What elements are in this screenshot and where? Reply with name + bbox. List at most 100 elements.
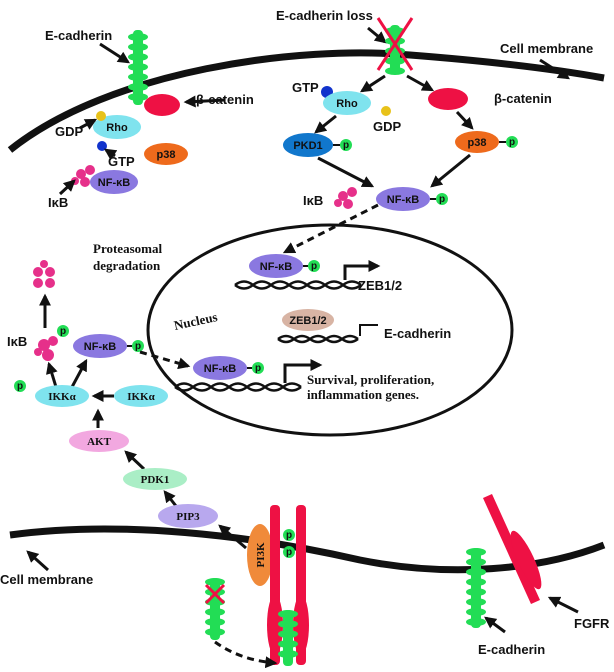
svg-text:ZEB1/2: ZEB1/2 [289, 315, 326, 327]
svg-text:PIP3: PIP3 [176, 511, 200, 523]
svg-text:NF-κB: NF-κB [260, 261, 292, 273]
nucleus-label: Nucleus [173, 309, 219, 333]
pkd1-phospho: p [333, 139, 352, 151]
arrow-p38-to-nfkb [430, 153, 471, 188]
arrow-loss-to-bcatenin [406, 74, 435, 92]
cell-membrane-bottom-label: Cell membrane [0, 572, 93, 587]
svg-text:AKT: AKT [87, 436, 112, 448]
ikb-left-label: IκB [48, 195, 68, 210]
ikka-phospho-left: p [14, 380, 26, 392]
arrow-ikka-to-nfkb [70, 358, 88, 388]
cell-membrane-top-label: Cell membrane [500, 41, 593, 56]
dashed-bottom-arrow [214, 640, 278, 669]
ikb-low-phospho: p [57, 325, 69, 337]
svg-text:p: p [17, 381, 23, 392]
svg-text:NF-κB: NF-κB [387, 194, 419, 206]
beta-catenin-right [428, 88, 468, 110]
ikka: IKKα [114, 385, 168, 407]
loss-cross-icon [376, 17, 414, 71]
svg-text:p: p [509, 137, 515, 148]
ecadherin-top-pointer [99, 42, 131, 64]
dna-helix-2 [277, 334, 359, 344]
pdk1: PDK1 [123, 468, 187, 490]
arrow-pdk1-to-akt [124, 450, 146, 471]
gene-start-arrow-2 [359, 324, 378, 336]
arrow-ikka-to-ikb [46, 361, 58, 388]
rho-right: Rho [323, 91, 371, 115]
gene-start-arrow-3 [283, 359, 323, 383]
ikka-p: IKKα [35, 385, 89, 407]
bottom-loss-cross-icon [204, 583, 226, 605]
nfkb-mid-phospho: p [127, 340, 144, 352]
svg-text:Rho: Rho [106, 122, 128, 134]
survival-label-2: inflammation genes. [307, 387, 419, 402]
nucleus [146, 223, 514, 437]
p38-right-phospho: p [499, 136, 518, 148]
svg-text:p: p [135, 341, 141, 352]
gdp-mid-dot [381, 106, 391, 116]
proteasomal-label: Proteasomal [93, 241, 162, 256]
svg-text:NF-κB: NF-κB [84, 341, 116, 353]
nfkb-nucleus2: NF-κB [193, 356, 247, 380]
p38-left: p38 [144, 143, 188, 165]
pip3: PIP3 [158, 504, 218, 528]
ecadherin-loss-label: E-cadherin loss [276, 8, 373, 23]
svg-text:NF-κB: NF-κB [204, 363, 236, 375]
degraded-fragments [33, 260, 55, 288]
pi3k: PI3K [247, 524, 273, 586]
svg-text:PDK1: PDK1 [141, 474, 170, 486]
arrow-loss-to-rho [359, 74, 386, 93]
ikb-left-pointer [58, 179, 76, 196]
nfkb-nucleus2-phospho: p [247, 362, 264, 374]
dashed-nfkb-mid-to-nucleus [139, 350, 191, 370]
fgfr-label: FGFR [574, 616, 610, 631]
gdp-mid-label: GDP [373, 119, 402, 134]
ecadherin-bottom-right [466, 548, 486, 628]
ecadherin-bottom-label: E-cadherin [478, 642, 545, 657]
gtp-left-label: GTP [108, 154, 135, 169]
gdp-left-label: GDP [55, 124, 84, 139]
ecadherin-bottom-right-pointer [484, 616, 506, 634]
ecadherin-top-receptor [128, 30, 148, 105]
p38-right: p38 [455, 131, 499, 153]
receptor-phospho-2: p [283, 546, 295, 558]
nfkb-right: NF-κB [376, 187, 430, 211]
svg-text:p: p [255, 363, 261, 374]
beta-catenin-left-label: β-catenin [196, 92, 254, 107]
arrow-pi3k-to-pip3 [218, 524, 247, 550]
arrow-rho-to-pkd1 [314, 114, 337, 134]
rho-left: Rho [93, 115, 141, 139]
ecadherin-bound-receptor [278, 610, 298, 666]
svg-text:p: p [286, 530, 292, 541]
svg-text:p: p [439, 194, 445, 205]
dna-helix-3 [174, 382, 302, 392]
survival-label-1: Survival, proliferation, [307, 372, 434, 387]
ikb-mid-label: IκB [303, 193, 323, 208]
arrow-pkd1-to-nfkb [317, 156, 375, 188]
ecadherin-top-label: E-cadherin [45, 28, 112, 43]
gtp-left-dot [97, 141, 107, 151]
ikb-mid-shape [334, 187, 357, 209]
cell-membrane-top [7, 49, 605, 153]
svg-text:PKD1: PKD1 [293, 140, 322, 152]
nfkb-right-phospho: p [430, 193, 448, 205]
fgfr-pointer [547, 596, 579, 614]
gtp-left-pointer [104, 148, 118, 161]
svg-text:p: p [286, 547, 292, 558]
ikb-low-label: IκB [7, 334, 27, 349]
fgfr-receptor [483, 494, 542, 604]
gdp-left-pointer [79, 118, 98, 130]
nfkb-nucleus: NF-κB [249, 254, 303, 278]
arrow-pip3-to-pdk1 [163, 490, 178, 507]
pkd1: PKD1 [283, 133, 333, 157]
svg-text:Rho: Rho [336, 98, 358, 110]
ecadherin-loss-pointer [367, 26, 387, 44]
svg-text:p: p [343, 140, 349, 151]
beta-catenin-left-pointer [183, 95, 226, 108]
arrow-bcatenin-to-p38 [455, 110, 474, 130]
zeb12-gene-label: ZEB1/2 [358, 278, 402, 293]
akt: AKT [69, 430, 129, 452]
nfkb-nucleus-phospho: p [303, 260, 320, 272]
svg-text:p: p [60, 326, 66, 337]
